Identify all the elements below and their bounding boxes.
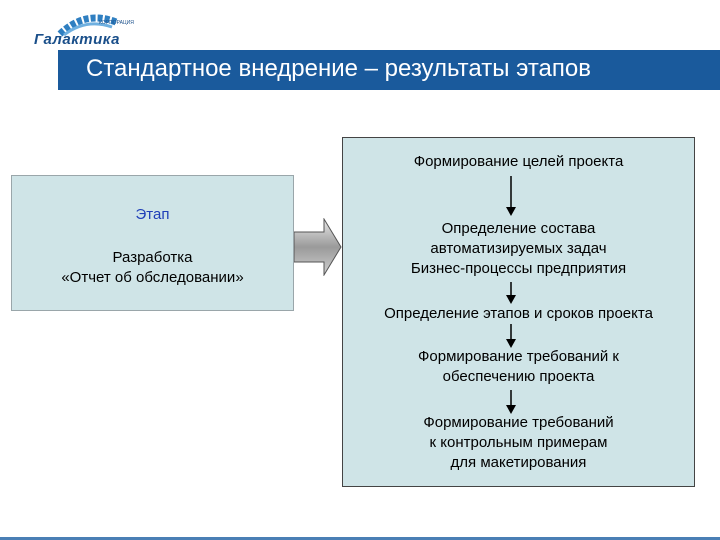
connector-arrow-2 bbox=[506, 282, 516, 304]
result-step-2: Определение состава автоматизируемых зад… bbox=[342, 219, 695, 279]
result-line: Формирование требований bbox=[423, 414, 614, 431]
connector-arrow-4 bbox=[506, 390, 516, 414]
stage-box: Этап Разработка «Отчет об обследовании» bbox=[11, 175, 294, 311]
stage-name-line: Разработка bbox=[112, 249, 193, 266]
logo-subtitle: КОРПОРАЦИЯ bbox=[99, 20, 134, 26]
stage-label: Этап bbox=[135, 206, 170, 223]
title-bar-tab bbox=[0, 50, 58, 90]
logo-text: Галактика bbox=[34, 31, 120, 48]
result-line: Формирование требований к bbox=[417, 348, 619, 365]
block-arrow bbox=[294, 218, 342, 276]
page-title: Стандартное внедрение – результаты этапо… bbox=[86, 55, 591, 82]
result-step-4: Формирование требований к обеспечению пр… bbox=[342, 347, 695, 387]
connector-arrow-1 bbox=[506, 176, 516, 216]
result-line: для макетирования bbox=[450, 454, 587, 471]
result-line: Определение этапов и сроков проекта bbox=[384, 305, 653, 322]
result-line: Бизнес-процессы предприятия bbox=[410, 260, 627, 277]
title-bar bbox=[0, 50, 720, 90]
result-step-1: Формирование целей проекта bbox=[342, 152, 695, 172]
galaktika-logo bbox=[57, 14, 118, 37]
result-line: автоматизируемых задач bbox=[430, 240, 607, 257]
results-box bbox=[342, 137, 695, 487]
result-line: к контрольным примерам bbox=[429, 434, 608, 451]
result-line: обеспечению проекта bbox=[442, 368, 595, 385]
stage-name-line: «Отчет об обследовании» bbox=[61, 269, 244, 286]
result-step-5: Формирование требований к контрольным пр… bbox=[342, 413, 695, 473]
result-step-3: Определение этапов и сроков проекта bbox=[342, 304, 695, 324]
stage-name: Разработка «Отчет об обследовании» bbox=[12, 248, 293, 288]
result-line: Формирование целей проекта bbox=[413, 153, 624, 170]
bottom-rule bbox=[0, 537, 720, 540]
result-line: Определение состава bbox=[441, 220, 596, 237]
connector-arrow-3 bbox=[506, 324, 516, 348]
